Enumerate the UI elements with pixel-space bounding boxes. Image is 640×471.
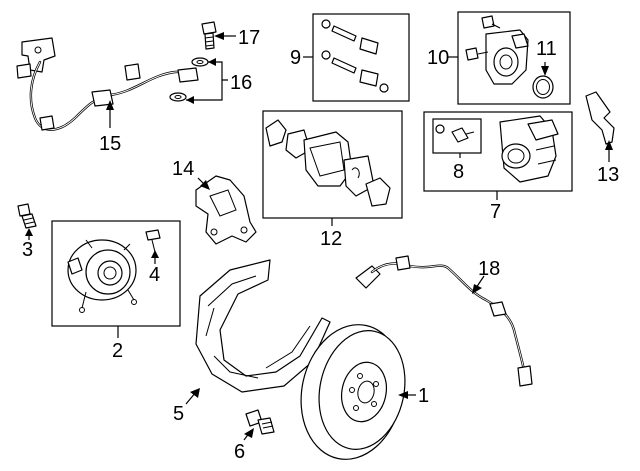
bleeder-8-box [432,118,482,154]
callout-4: 4 [149,264,160,286]
dust-shield-5-part [195,259,331,393]
callout-8: 8 [453,161,464,183]
callout-16: 16 [230,72,252,94]
washers-16-part [169,57,209,102]
hub-bearing-2-part [67,239,137,313]
callout-3: 3 [22,239,33,261]
motor-10-box [457,11,571,105]
callout-14: 14 [172,158,194,180]
bleeder-screw-8-part [435,124,475,143]
caliper-7-part [499,115,559,183]
brake-rotor-1-part [300,324,406,460]
callout-17: 17 [238,27,260,49]
callout-18: 18 [478,258,500,280]
clip-13-part [585,91,615,145]
callout-2: 2 [112,340,123,362]
callout-numbers: 17 16 15 9 10 11 8 7 13 14 12 3 4 2 18 1… [22,27,619,463]
bolt-3-part [17,203,37,229]
callout-11: 11 [536,38,557,60]
hub-bearing-2-box [51,220,181,327]
o-ring-11-part [532,75,554,99]
callout-1: 1 [418,385,429,407]
bolt-17-part [201,21,217,50]
leader-lines [25,32,613,441]
callout-13: 13 [597,164,619,186]
callout-9: 9 [290,47,301,69]
bolt-6-part [245,409,275,435]
parking-brake-motor-10-part [465,15,529,85]
abs-sensor-harness-part [16,37,199,131]
caliper-7-box [423,111,573,192]
callout-10: 10 [427,47,449,69]
guide-pins-9-part [321,19,389,93]
callout-7: 7 [490,201,501,223]
stud-4-part [145,229,161,253]
callout-12: 12 [320,228,342,250]
callout-6: 6 [234,441,245,463]
callout-15: 15 [99,133,121,155]
callout-5: 5 [173,403,184,425]
caliper-bracket-14-part [195,175,257,245]
abs-sensor-wire-18-part [355,255,533,387]
brake-pads-12-part [265,119,391,207]
